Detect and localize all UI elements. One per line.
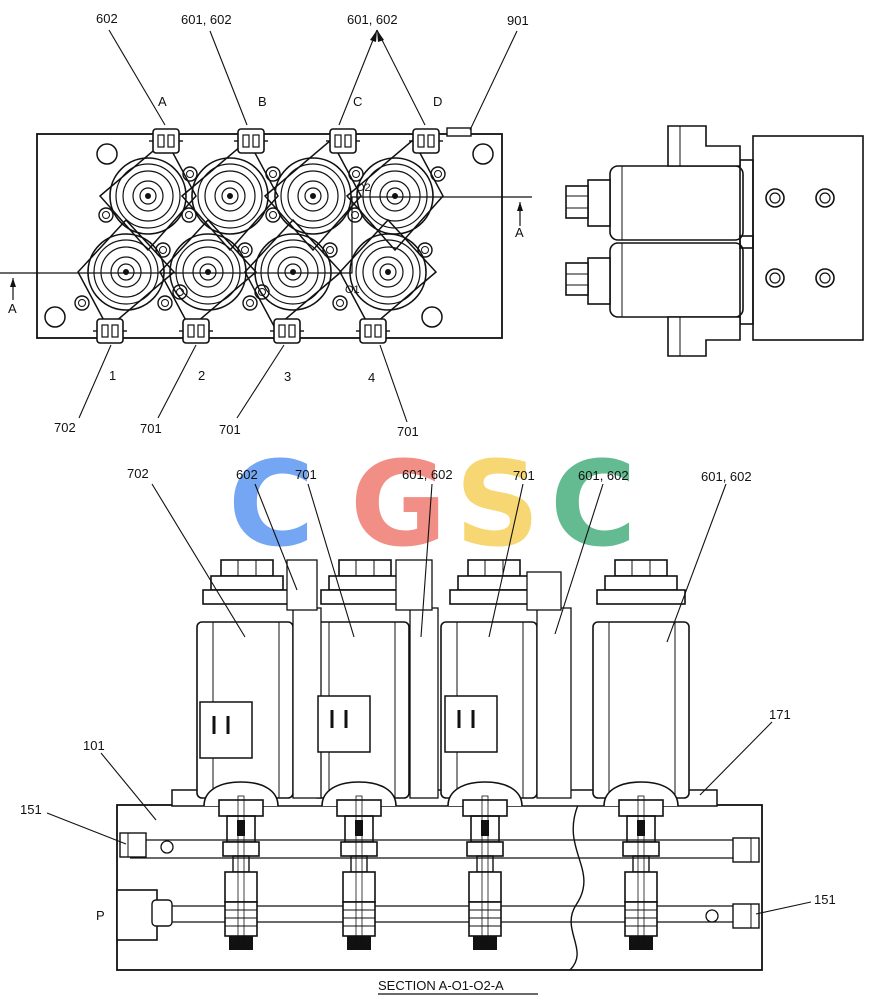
section-line — [0, 196, 532, 274]
port-label-2: 2 — [198, 368, 205, 383]
watermark: C G S C — [228, 435, 637, 573]
label-602: 602 — [96, 11, 118, 26]
section-mark-right: A — [515, 225, 524, 240]
label-701-top-b: 701 — [219, 422, 241, 437]
label-601-602-section-c: 601, 602 — [701, 469, 752, 484]
connector-4 — [355, 318, 391, 344]
connector-b — [233, 128, 269, 154]
watermark-letter-c1: C — [228, 435, 315, 573]
valve-block-section — [116, 804, 763, 971]
port-label-d: D — [433, 94, 442, 109]
label-151-left: 151 — [20, 802, 42, 817]
label-701-section-a: 701 — [295, 467, 317, 482]
label-701-top-c: 701 — [397, 424, 419, 439]
label-601-602-section-b: 601, 602 — [578, 468, 629, 483]
connector-c — [325, 128, 361, 154]
mounting-hole — [96, 143, 118, 165]
port-label-4: 4 — [368, 370, 375, 385]
label-702-top: 702 — [54, 420, 76, 435]
port-label-b: B — [258, 94, 267, 109]
port-label-p: P — [96, 908, 105, 923]
label-701-section-b: 701 — [513, 468, 535, 483]
point-o1: O1 — [345, 284, 360, 296]
label-601-602-section-a: 601, 602 — [402, 467, 453, 482]
label-701-top-a: 701 — [140, 421, 162, 436]
connector-a — [148, 128, 184, 154]
mounting-hole — [421, 306, 443, 328]
nameplate — [446, 127, 472, 137]
label-101: 101 — [83, 738, 105, 753]
section-caption: SECTION A-O1-O2-A — [378, 978, 504, 993]
mounting-hole — [472, 143, 494, 165]
point-o2: O2 — [356, 182, 371, 194]
connector-3 — [269, 318, 305, 344]
label-601-602-b: 601, 602 — [181, 12, 232, 27]
mounting-hole — [44, 306, 66, 328]
solenoid-601-602-coil — [592, 621, 690, 799]
connector-2 — [178, 318, 214, 344]
port-label-c: C — [353, 94, 362, 109]
port-label-a: A — [158, 94, 167, 109]
port-label-3: 3 — [284, 369, 291, 384]
label-602-section: 602 — [236, 467, 258, 482]
label-601-602-cd: 601, 602 — [347, 12, 398, 27]
label-901: 901 — [507, 13, 529, 28]
port-label-1: 1 — [109, 368, 116, 383]
plug-151-left — [119, 832, 147, 858]
watermark-letter-g: G — [350, 435, 447, 573]
watermark-letter-c2: C — [550, 435, 637, 573]
plug-151-right — [732, 903, 760, 929]
section-view: 702 602 701 601, 602 701 601, 602 601, 6… — [20, 466, 836, 995]
coil-connector — [199, 695, 498, 759]
connector-d — [408, 128, 444, 154]
section-mark-left: A — [8, 301, 17, 316]
side-view — [565, 125, 864, 357]
label-171: 171 — [769, 707, 791, 722]
connector-1 — [92, 318, 128, 344]
label-151-right: 151 — [814, 892, 836, 907]
watermark-letter-s: S — [455, 435, 540, 573]
top-view: 602 601, 602 601, 602 901 A B C D 1 2 3 … — [0, 11, 532, 439]
label-702: 702 — [127, 466, 149, 481]
